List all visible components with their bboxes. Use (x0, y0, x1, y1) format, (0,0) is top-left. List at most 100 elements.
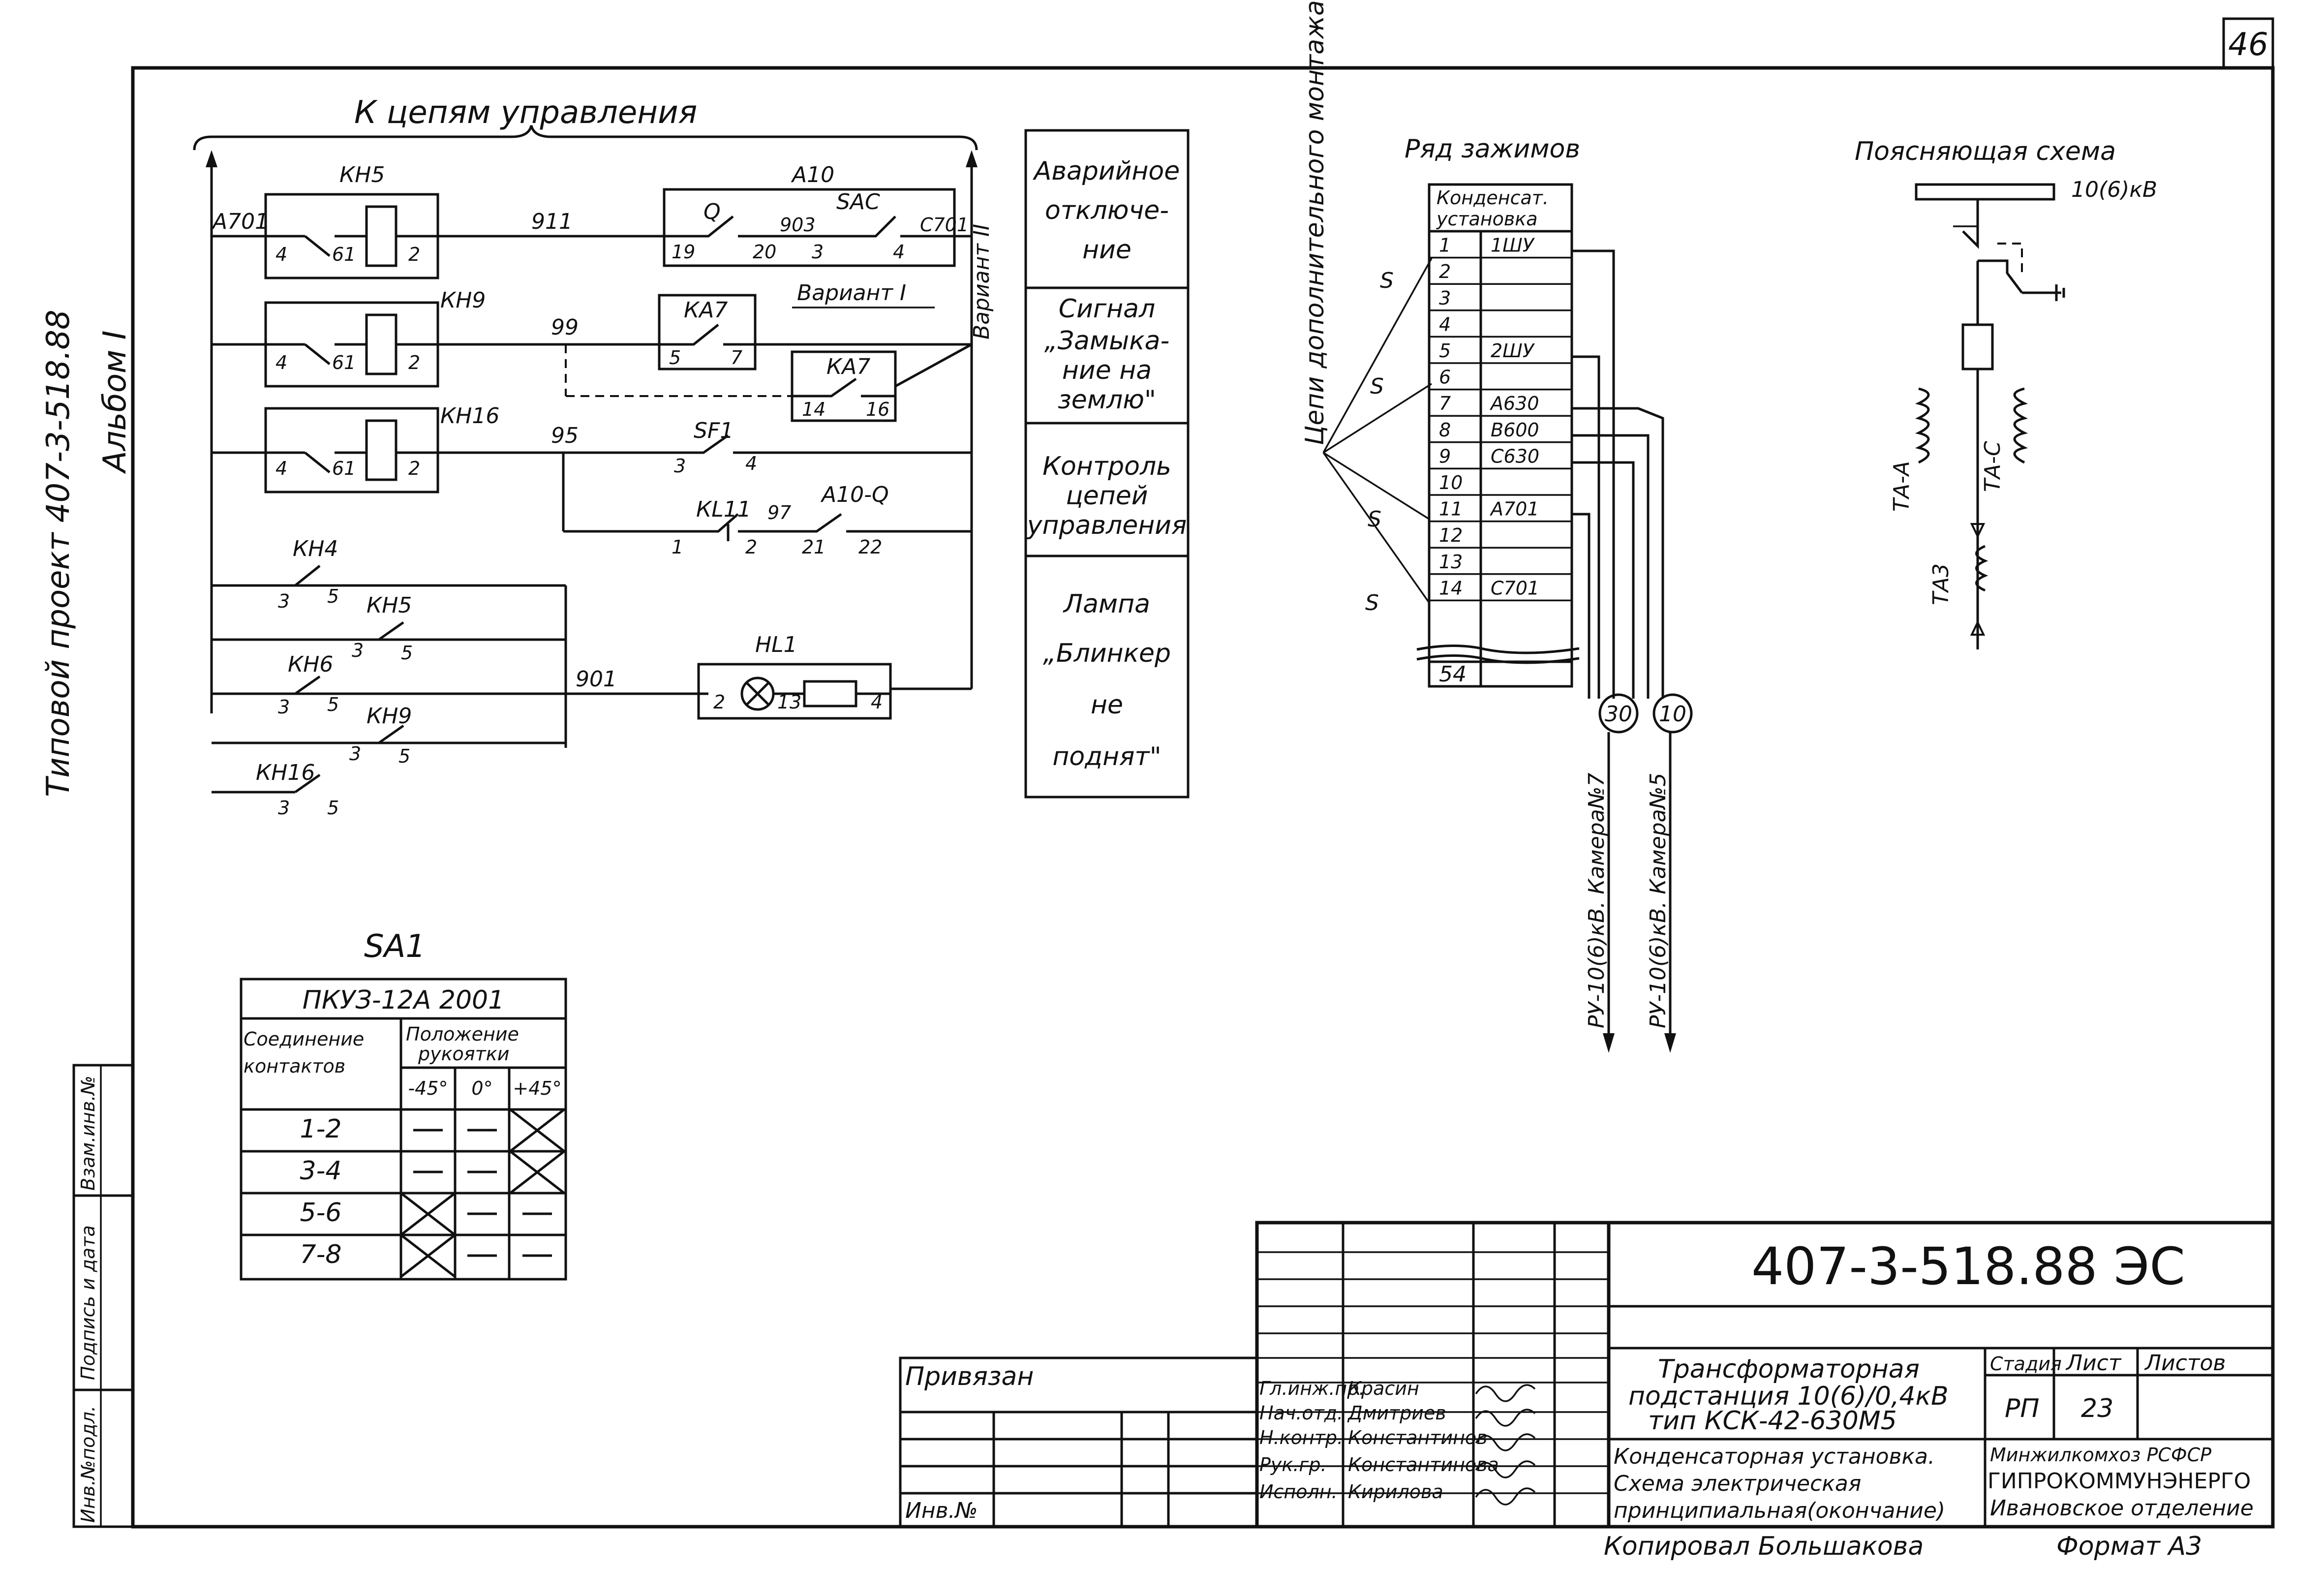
sf1-name: SF1 (694, 418, 734, 443)
ka7-2-name: КА7 (826, 354, 870, 379)
kh5b-pin5: 5 (401, 642, 413, 664)
kh5b-pin3: 3 (352, 640, 364, 661)
terminal-row-value: С630 (1491, 445, 1539, 467)
terminal-row-number: 12 (1439, 524, 1463, 546)
func-4-l2: „Блинкер (1043, 639, 1171, 668)
tb-org-2: ГИПРОКОММУНЭНЕРГО (1988, 1469, 2251, 1494)
func-4-l1: Лампа (1063, 589, 1150, 619)
variant2: Вариант II (969, 224, 994, 339)
wire-911: 911 (531, 209, 573, 234)
kh4-pin5: 5 (327, 585, 339, 607)
s-label-4: S (1365, 590, 1379, 615)
kh16b-pin3: 3 (278, 797, 290, 819)
kh5-pin61: 61 (332, 244, 356, 265)
func-1-l1: Аварийное (1033, 156, 1180, 186)
wire-a701: А701 (211, 209, 269, 234)
tb-sheet-title-2: Схема электрическая (1614, 1471, 1861, 1496)
expl-ta-a: ТА-А (1889, 461, 1914, 512)
sa1-col-pos-1: Положение (406, 1023, 519, 1045)
signature-scribble (1475, 1384, 1536, 1402)
ka7-1-pin7: 7 (731, 347, 742, 369)
kh16-pin4: 4 (275, 458, 287, 479)
signature-scribble (1475, 1433, 1536, 1451)
drawing-frame: 46 (131, 17, 2275, 1529)
kh9b-pin5: 5 (398, 745, 410, 767)
tb-project-2: подстанция 10(6)/0,4кВ (1628, 1382, 1949, 1411)
expl-ta-c: ТА-С (1980, 441, 2005, 492)
sa1-table: SA1 ПКУЗ-12А 2001 Соединение контактов П… (240, 928, 567, 1281)
terminal-row-number: 7 (1439, 393, 1451, 414)
tb-person-name: Дмитриев (1347, 1402, 1446, 1424)
sa1-pos-0: 0° (471, 1077, 492, 1099)
kh6-pin3: 3 (278, 696, 290, 718)
side-title-line1: Типовой проект 407-3-518.88 (40, 309, 77, 797)
signature-scribble (1475, 1409, 1536, 1427)
tb-project-1: Трансформаторная (1658, 1354, 1920, 1384)
kl11-pin2: 2 (745, 536, 757, 558)
terminal-row-number: 9 (1439, 445, 1451, 467)
tb-copied: Копировал Большакова (1604, 1532, 1924, 1561)
func-3-l2: цепей (1066, 481, 1148, 511)
tb-project-3: тип КСК-42-630М5 (1648, 1406, 1897, 1436)
kh6-name: КН6 (288, 652, 333, 677)
a10-q: Q (703, 199, 721, 224)
kh5b-name: КН5 (367, 593, 412, 618)
terminal-title: Ряд зажимов (1405, 134, 1580, 164)
func-1-l2: отключе- (1045, 196, 1169, 225)
control-circuits: К цепям управления А701 КН5 4 61 2 911 А… (193, 94, 994, 819)
a10-title: А10 (791, 162, 834, 187)
tb-inv: Инв.№ (905, 1498, 978, 1523)
kh9-pin2: 2 (408, 352, 420, 373)
a10-sac: SAC (836, 189, 880, 215)
kh4-name: КН4 (293, 536, 338, 561)
sa1-col-conn-2: контактов (244, 1055, 345, 1077)
expl-ta3: ТА3 (1928, 563, 1954, 605)
kl11-name: КL11 (696, 497, 751, 522)
a10-pin3: 3 (812, 241, 824, 263)
page-number: 46 (2228, 27, 2268, 63)
tb-role: Рук.гр. (1259, 1454, 1327, 1476)
hl1-pin4: 4 (871, 691, 883, 713)
title-block: Привязан Инв.№ Гл.инж.пр.КрасинНач.отд.Д… (899, 1221, 2275, 1561)
kh9-pin4: 4 (275, 352, 287, 373)
kh5-pin4: 4 (275, 244, 287, 265)
wire-95: 95 (551, 423, 579, 448)
left-strip-sign: Подпись и дата (77, 1225, 99, 1380)
terminal-row-number: 10 (1439, 472, 1463, 493)
kl11-pin1: 1 (672, 536, 683, 558)
terminal-row-number: 5 (1439, 340, 1451, 362)
kh9b-name: КН9 (367, 704, 412, 729)
tb-privyazan: Привязан (905, 1362, 1034, 1391)
terminal-row-value: 1ШУ (1491, 235, 1535, 256)
terminal-row-number: 11 (1439, 498, 1463, 520)
sa1-model: ПКУЗ-12А 2001 (303, 985, 504, 1015)
sa1-row-contacts: 7-8 (300, 1240, 342, 1269)
kh4-pin3: 3 (278, 590, 290, 612)
explanatory-scheme: Поясняющая схема 10(6)кВ ТА-А ТА-С ТА3 (1855, 137, 2157, 649)
tb-format: Формат А3 (2056, 1532, 2202, 1561)
func-4-l3: не (1091, 690, 1123, 720)
kh16b-pin5: 5 (327, 797, 339, 819)
tb-people: Гл.инж.пр.КрасинНач.отд.ДмитриевН.контр.… (1259, 1378, 1536, 1506)
tb-person-name: Константинов (1348, 1427, 1488, 1448)
sa1-row-contacts: 3-4 (300, 1156, 342, 1186)
terminal-row-number: 3 (1439, 287, 1451, 309)
kh9b-pin3: 3 (349, 743, 361, 765)
terminal-row-number: 1 (1439, 235, 1451, 256)
terminal-row-number: 6 (1439, 367, 1451, 388)
terminal-row-value: С701 (1491, 577, 1539, 599)
tb-org-3: Ивановское отделение (1990, 1496, 2254, 1521)
a10q-name: А10-Q (820, 482, 889, 507)
tb-role: Нач.отд. (1259, 1402, 1343, 1424)
terminal-row-number: 2 (1439, 261, 1451, 282)
terminal-side-label: Цепи дополнительного монтажа (1300, 0, 1330, 445)
hl1-pin3: 3 (790, 691, 801, 713)
sf1-pin3: 3 (674, 455, 686, 477)
cable-10-dest: РУ-10(6)кВ. Камера№5 (1646, 773, 1671, 1028)
sa1-pos-pos45: +45° (513, 1077, 561, 1099)
sa1-cell-closed (400, 1234, 456, 1278)
tb-org-1: Минжилкомхоз РСФСР (1990, 1444, 2211, 1466)
s-label-2: S (1370, 374, 1384, 399)
ka7-1-name: КА7 (684, 298, 728, 323)
